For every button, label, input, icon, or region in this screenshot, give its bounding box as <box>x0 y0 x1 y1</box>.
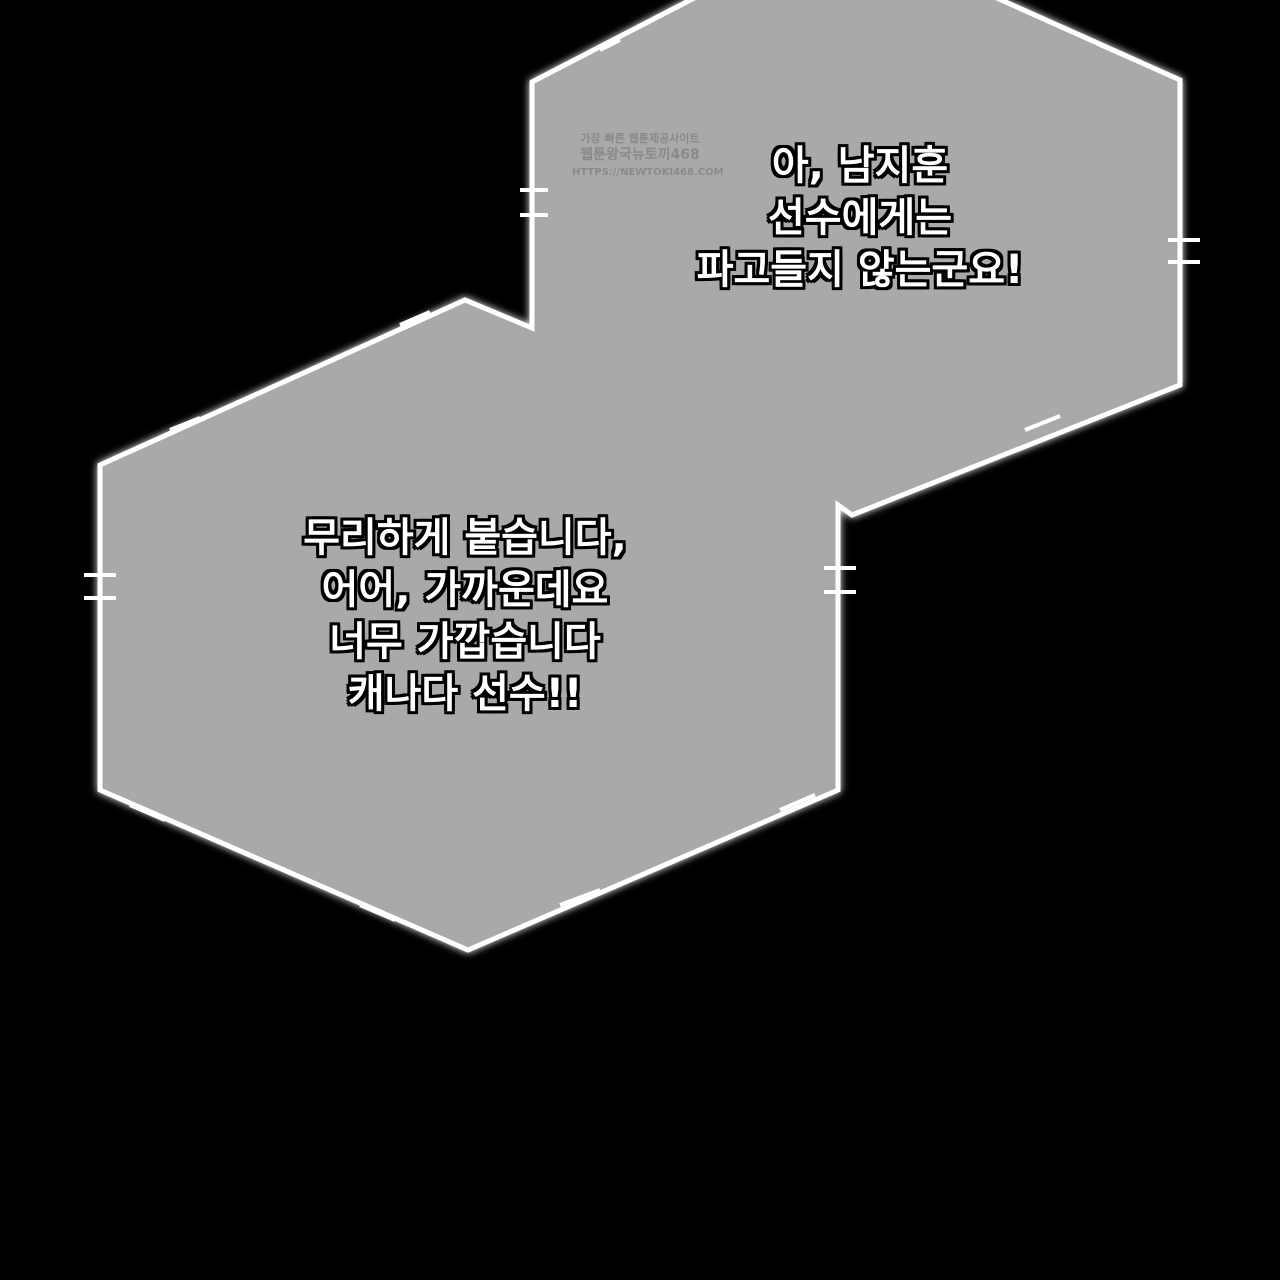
watermark-line-2: 웹툰왕국뉴토끼468 <box>580 147 700 163</box>
speech-line: 캐나다 선수!! <box>347 671 583 717</box>
speech-line: 아, 남지훈 <box>771 143 949 189</box>
speech-line: 선수에게는 <box>768 195 952 241</box>
speech-text-top: 아, 남지훈 선수에게는 파고들지 않는군요! <box>620 140 1100 296</box>
spiky-marks <box>84 38 1200 922</box>
speech-text-bottom: 무리하게 붙습니다, 어어, 가까운데요 너무 가깝습니다 캐나다 선수!! <box>220 512 710 720</box>
watermark-line-3: HTTPS://NEWTOKI468.COM <box>572 167 724 178</box>
watermark-line-1: 가장 빠른 웹툰제공사이트 <box>580 132 700 145</box>
speech-line: 너무 가깝습니다 <box>329 619 601 665</box>
speech-line: 어어, 가까운데요 <box>321 567 609 613</box>
bubble-outline <box>97 0 1183 953</box>
speech-line: 무리하게 붙습니다, <box>303 515 627 561</box>
watermark: 가장 빠른 웹툰제공사이트 웹툰왕국뉴토끼468 HTTPS://NEWTOKI… <box>572 130 724 181</box>
speech-line: 파고들지 않는군요! <box>696 247 1024 293</box>
